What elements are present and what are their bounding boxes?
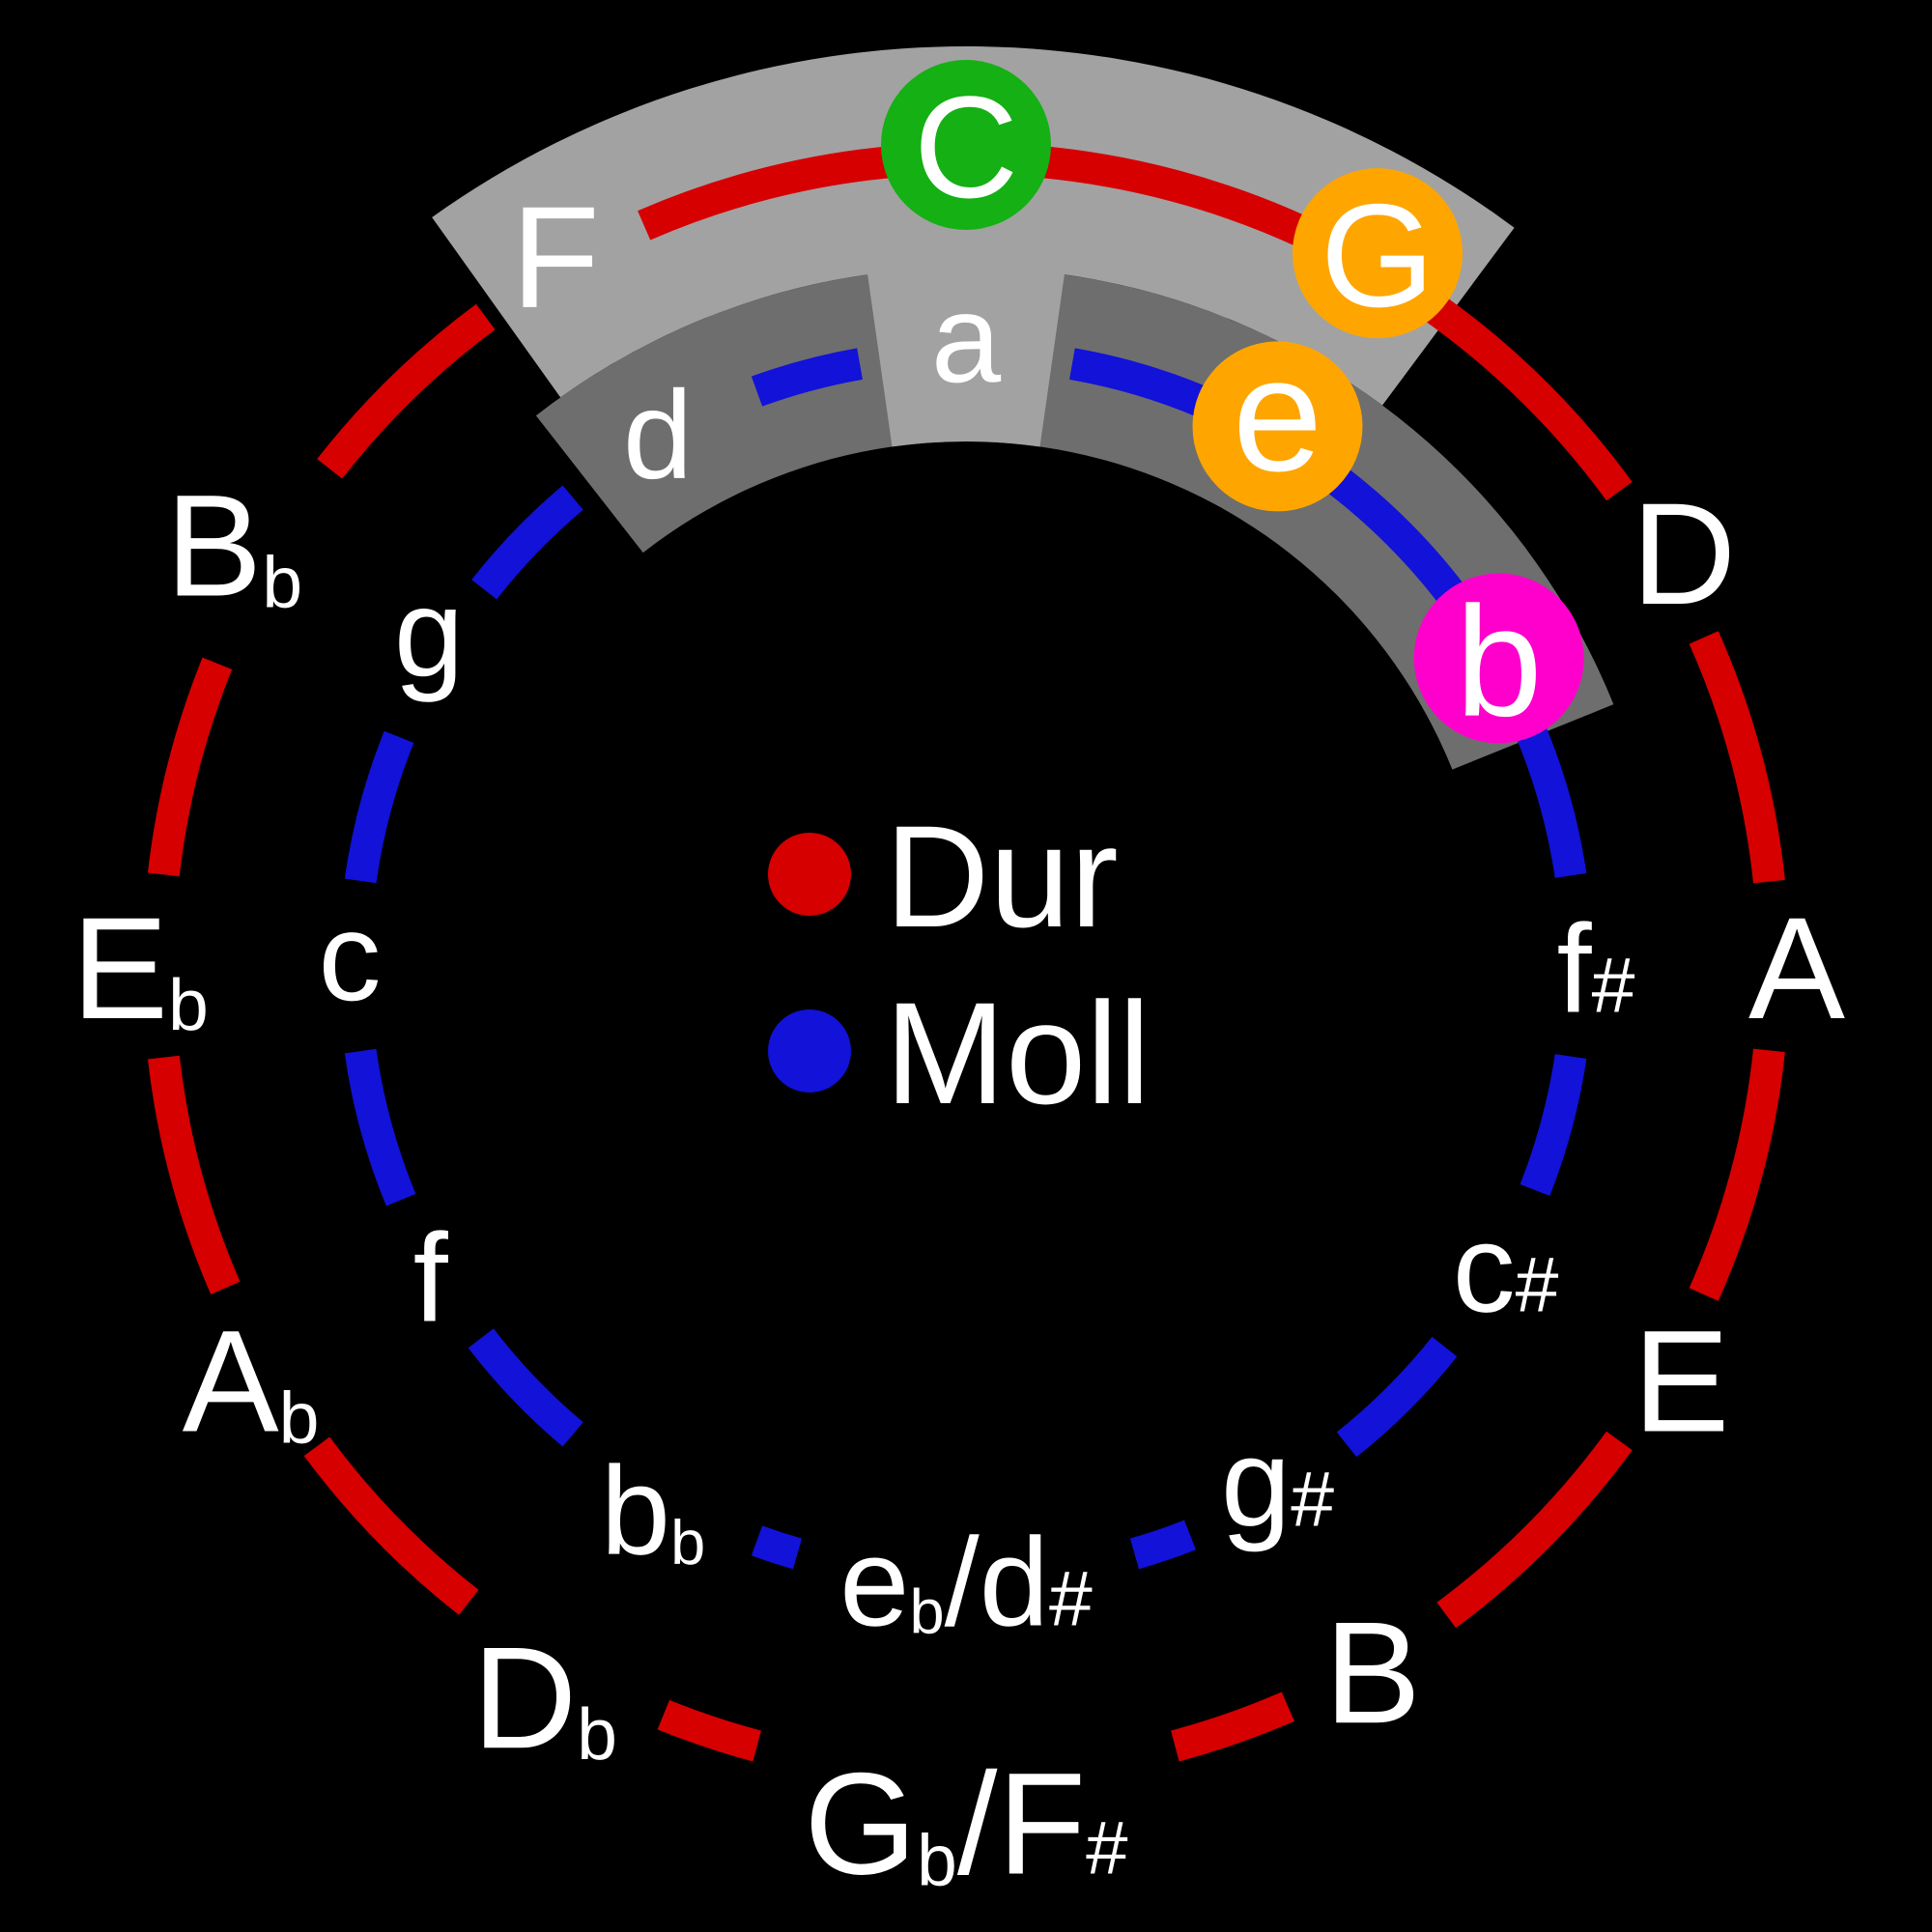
minor-label-e: e [1233,324,1322,505]
major-ring-arc-Bb-F [317,303,496,479]
legend-dot-dur [768,833,851,916]
major-ring-arc-A-E [1689,1048,1785,1301]
major-label-Ab: Ab [183,1300,320,1463]
badge-e-minor [1192,341,1363,512]
major-label-Bb: Bb [165,465,302,627]
major-ring-arc-E-B [1436,1431,1633,1629]
major-label-F: F [511,176,600,338]
major-label-G: G [1321,174,1435,338]
minor-label-g#: g# [1221,1411,1334,1552]
minor-label-b: b [1456,575,1543,750]
major-ring-arc-D-A [1689,631,1785,884]
major-label-Db: Db [472,1616,617,1778]
minor-ring-arc-g-d [471,485,583,600]
minor-ring-arc-c#-g# [1336,1336,1458,1458]
major-ring-arc-Gb/F#-Db [657,1699,761,1762]
minor-label-f#: f# [1557,898,1635,1039]
minor-label-g: g [394,562,464,703]
minor-ring-arc-c-g [344,730,414,884]
major-label-C: C [914,66,1018,228]
badge-G-major [1293,168,1463,339]
minor-label-c#: c# [1453,1198,1559,1339]
legend-label-dur: Dur [885,795,1119,957]
badge-b-minor [1413,573,1584,744]
minor-label-a: a [931,268,1002,409]
minor-ring-arc-eb/d#-bb [751,1525,803,1570]
major-label-B: B [1324,1591,1421,1753]
minor-label-d: d [623,364,693,505]
minor-label-bb: bb [601,1440,705,1581]
minor-ring-arc-f-c [344,1048,416,1207]
highlight-tab-C-to-a [867,262,1065,447]
minor-label-f: f [413,1208,449,1349]
minor-ring-arc-g#-eb/d# [1129,1520,1197,1570]
minor-ring-arc-f#-c# [1520,1053,1587,1197]
legend-label-moll: Moll [885,972,1151,1134]
major-label-Eb: Eb [71,887,209,1049]
minor-label-eb/d#: eb/d# [839,1512,1093,1653]
legend-dot-moll [768,1009,851,1093]
major-label-D: D [1632,472,1736,635]
minor-ring-arc-d-a [751,348,864,407]
major-ring-arc-Ab-Eb [147,1055,241,1294]
minor-label-c: c [319,886,382,1027]
major-label-Gb/F#: Gb/F# [804,1743,1127,1905]
major-ring-arc-Eb-Bb [147,657,233,877]
major-label-E: E [1633,1300,1729,1463]
minor-ring-arc-bb-f [468,1328,583,1447]
badge-C-major [881,60,1051,230]
major-ring-arc-Db-Ab [303,1436,479,1615]
major-ring-arc-B-Gb/F# [1171,1691,1294,1762]
major-label-A: A [1748,887,1845,1049]
